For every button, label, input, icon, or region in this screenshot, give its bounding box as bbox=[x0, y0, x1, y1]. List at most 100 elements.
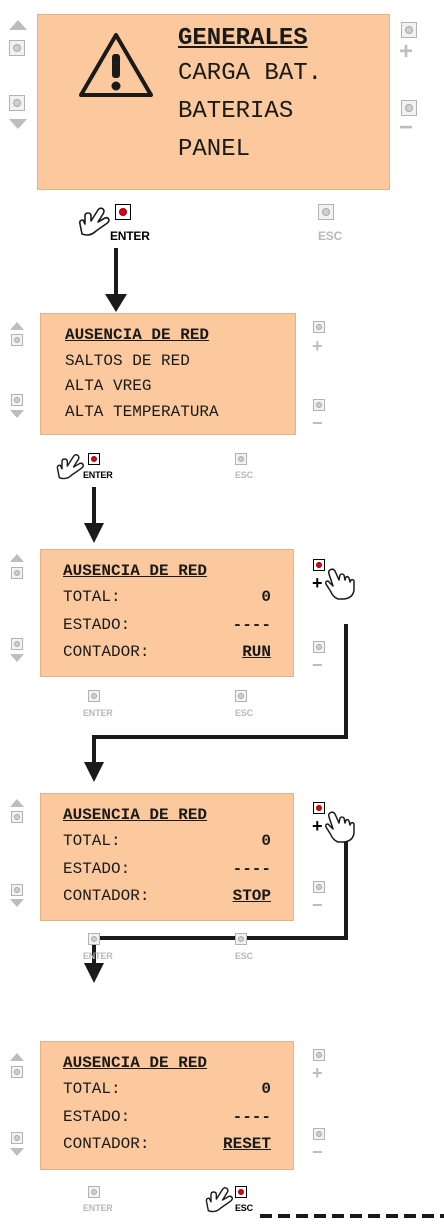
lcd-screen-2: AUSENCIA DE RED SALTOS DE RED ALTA VREG … bbox=[40, 313, 296, 435]
hand-pointer-icon bbox=[56, 454, 85, 480]
detail-title: AUSENCIA DE RED bbox=[63, 1054, 208, 1072]
plus-button[interactable] bbox=[401, 22, 417, 38]
enter-button[interactable] bbox=[88, 453, 100, 465]
row-total-label: TOTAL: bbox=[63, 832, 121, 850]
esc-label: ESC bbox=[235, 951, 253, 961]
plus-icon: + bbox=[312, 573, 323, 593]
lcd-screen-3: AUSENCIA DE RED TOTAL: 0 ESTADO: ---- CO… bbox=[40, 549, 294, 677]
enter-button[interactable] bbox=[115, 204, 131, 220]
minus-button[interactable] bbox=[313, 641, 325, 653]
row-contador-value: RUN bbox=[242, 643, 271, 661]
row-contador-label: CONTADOR: bbox=[63, 1135, 150, 1153]
plus-button[interactable] bbox=[313, 321, 325, 333]
row-contador-label: CONTADOR: bbox=[63, 643, 150, 661]
plus-button[interactable] bbox=[313, 559, 325, 571]
row-estado-label: ESTADO: bbox=[63, 616, 131, 634]
flow-arrowhead-2 bbox=[84, 523, 104, 543]
row-contador-value: STOP bbox=[232, 887, 271, 905]
minus-button[interactable] bbox=[313, 399, 325, 411]
arrow-down-icon[interactable] bbox=[10, 654, 24, 662]
down-button[interactable] bbox=[11, 638, 23, 650]
enter-label: ENTER bbox=[83, 470, 113, 480]
menu-item-alta-temperatura: ALTA TEMPERATURA bbox=[65, 403, 219, 421]
menu-item-panel: PANEL bbox=[178, 136, 251, 163]
menu-item-ausencia-de-red: AUSENCIA DE RED bbox=[65, 326, 210, 344]
arrow-up-icon[interactable] bbox=[10, 799, 24, 807]
down-button[interactable] bbox=[9, 95, 25, 111]
minus-button[interactable] bbox=[401, 100, 417, 116]
minus-button[interactable] bbox=[313, 1128, 325, 1140]
warning-icon bbox=[79, 33, 153, 97]
arrow-up-icon[interactable] bbox=[10, 1053, 24, 1061]
flow-arrow-3 bbox=[92, 624, 348, 767]
lcd-screen-4: AUSENCIA DE RED TOTAL: 0 ESTADO: ---- CO… bbox=[40, 793, 294, 921]
esc-button[interactable] bbox=[235, 453, 247, 465]
hand-pointer-icon bbox=[79, 207, 110, 236]
row-total-label: TOTAL: bbox=[63, 1080, 121, 1098]
up-button[interactable] bbox=[11, 334, 23, 346]
esc-button[interactable] bbox=[318, 204, 334, 220]
menu-item-alta-vreg: ALTA VREG bbox=[65, 377, 152, 395]
esc-label: ESC bbox=[318, 229, 343, 243]
minus-button[interactable] bbox=[313, 881, 325, 893]
row-estado-label: ESTADO: bbox=[63, 1108, 131, 1126]
down-button[interactable] bbox=[11, 394, 23, 406]
esc-button[interactable] bbox=[235, 690, 247, 702]
row-estado-label: ESTADO: bbox=[63, 860, 131, 878]
down-button[interactable] bbox=[11, 884, 23, 896]
row-total-value: 0 bbox=[261, 1080, 271, 1098]
esc-label: ESC bbox=[235, 470, 253, 480]
minus-icon: − bbox=[399, 114, 414, 141]
plus-icon: + bbox=[399, 38, 414, 65]
arrow-down-icon[interactable] bbox=[9, 119, 27, 129]
up-button[interactable] bbox=[11, 567, 23, 579]
hand-pointer-icon bbox=[325, 811, 355, 843]
row-estado-value: ---- bbox=[232, 860, 271, 878]
minus-icon: − bbox=[312, 1142, 323, 1162]
hand-pointer-icon bbox=[205, 1187, 234, 1213]
flow-arrow-4 bbox=[92, 836, 348, 968]
enter-label: ENTER bbox=[110, 229, 150, 243]
plus-button[interactable] bbox=[313, 1049, 325, 1061]
arrow-up-icon[interactable] bbox=[9, 20, 27, 30]
enter-label: ENTER bbox=[83, 1203, 113, 1213]
row-contador-value: RESET bbox=[222, 1135, 271, 1153]
minus-icon: − bbox=[312, 895, 323, 915]
lcd-screen-1: GENERALES CARGA BAT. BATERIAS PANEL bbox=[37, 14, 390, 190]
plus-button[interactable] bbox=[313, 802, 325, 814]
menu-item-carga-bat: CARGA BAT. bbox=[178, 60, 323, 87]
enter-label: ENTER bbox=[83, 951, 113, 961]
menu-item-baterias: BATERIAS bbox=[178, 98, 294, 125]
row-contador-label: CONTADOR: bbox=[63, 887, 150, 905]
minus-icon: − bbox=[312, 655, 323, 675]
row-total-value: 0 bbox=[261, 832, 271, 850]
esc-button[interactable] bbox=[235, 1186, 247, 1198]
up-button[interactable] bbox=[9, 40, 25, 56]
arrow-up-icon[interactable] bbox=[10, 554, 24, 562]
arrow-down-icon[interactable] bbox=[10, 899, 24, 907]
plus-icon: + bbox=[312, 1063, 323, 1083]
flow-arrowhead-1 bbox=[105, 294, 127, 312]
up-button[interactable] bbox=[11, 811, 23, 823]
detail-title: AUSENCIA DE RED bbox=[63, 562, 208, 580]
minus-icon: − bbox=[312, 413, 323, 433]
up-button[interactable] bbox=[11, 1066, 23, 1078]
enter-button[interactable] bbox=[88, 933, 100, 945]
enter-button[interactable] bbox=[88, 690, 100, 702]
detail-title: AUSENCIA DE RED bbox=[63, 806, 208, 824]
esc-button[interactable] bbox=[235, 933, 247, 945]
row-total-label: TOTAL: bbox=[63, 588, 121, 606]
lcd-screen-5: AUSENCIA DE RED TOTAL: 0 ESTADO: ---- CO… bbox=[40, 1041, 294, 1170]
arrow-down-icon[interactable] bbox=[10, 410, 24, 418]
arrow-down-icon[interactable] bbox=[10, 1148, 24, 1156]
enter-button[interactable] bbox=[88, 1186, 100, 1198]
row-estado-value: ---- bbox=[232, 1108, 271, 1126]
esc-label: ESC bbox=[235, 1203, 253, 1213]
enter-label: ENTER bbox=[83, 708, 113, 718]
down-button[interactable] bbox=[11, 1132, 23, 1144]
menu-item-generales: GENERALES bbox=[178, 25, 308, 52]
esc-label: ESC bbox=[235, 708, 253, 718]
menu-item-saltos-de-red: SALTOS DE RED bbox=[65, 352, 190, 370]
arrow-up-icon[interactable] bbox=[10, 322, 24, 330]
